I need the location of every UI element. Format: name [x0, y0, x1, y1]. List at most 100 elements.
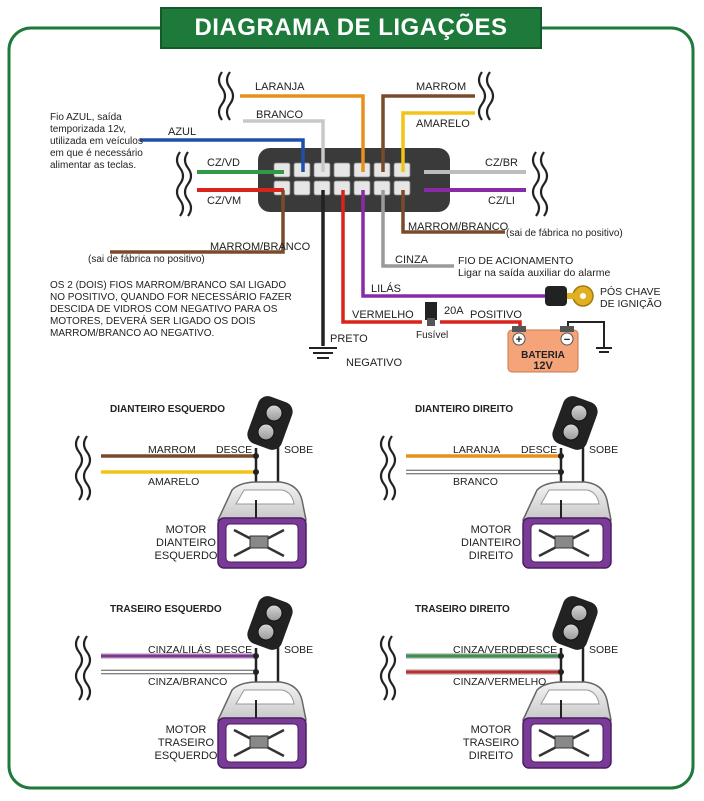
acionamento-line: FIO DE ACIONAMENTO — [458, 255, 573, 267]
connector-pin — [293, 180, 311, 196]
label-factory-positive-right: (sai de fábrica no positivo) — [506, 228, 623, 239]
battery-minus: − — [564, 334, 570, 346]
wire-azul — [140, 138, 305, 172]
battery-voltage: 12V — [533, 360, 553, 372]
motor-label-line: DIREITO — [469, 750, 514, 762]
motor-label-line: MOTOR — [166, 524, 207, 536]
motor-label-line: MOTOR — [166, 724, 207, 736]
warning-line: MARROM/BRANCO AO NEGATIVO. — [50, 328, 214, 339]
page-title: DIAGRAMA DE LIGAÇÕES — [160, 7, 542, 49]
wire-branco-top — [243, 119, 325, 172]
connector-body — [258, 148, 450, 212]
motor-label-line: MOTOR — [471, 724, 512, 736]
label-fuse: Fusível — [416, 330, 448, 341]
door-motor-icon — [216, 681, 307, 769]
motor-label-line: DIREITO — [469, 550, 514, 562]
wire-top-label: CINZA/VERDE — [453, 644, 524, 656]
chave-line: DE IGNIÇÃO — [600, 297, 662, 310]
azul-note-line: Fio AZUL, saída — [50, 112, 122, 123]
door-motor-icon — [521, 481, 612, 569]
warning-line: OS 2 (DOIS) FIOS MARROM/BRANCO SAI LIGAD… — [50, 280, 286, 291]
desce-label: DESCE — [216, 444, 252, 456]
wire-laranja — [240, 94, 365, 172]
azul-note: Fio AZUL, saída temporizada 12v, utiliza… — [50, 112, 146, 171]
wire-bottom-label: BRANCO — [453, 476, 498, 488]
label-cz-vd: CZ/VD — [207, 157, 240, 169]
label-vermelho: VERMELHO — [352, 309, 414, 321]
desce-label: DESCE — [521, 644, 557, 656]
door-title: DIANTEIRO ESQUERDO — [110, 404, 225, 415]
motor-label-line: ESQUERDO — [155, 750, 218, 762]
wire-cinza — [381, 190, 454, 268]
connector-pin — [333, 162, 351, 178]
desce-label: DESCE — [216, 644, 252, 656]
azul-note-line: em que é necessário — [50, 148, 143, 159]
label-negativo: NEGATIVO — [346, 357, 402, 369]
door-title: TRASEIRO DIREITO — [415, 604, 510, 615]
label-factory-positive-left: (sai de fábrica no positivo) — [88, 254, 205, 265]
warning-line: DESCIDA DE VIDROS COM NEGATIVO PARA OS — [50, 304, 278, 315]
wire-top-label: CINZA/LILÁS — [148, 643, 211, 656]
wire-lilas — [361, 190, 545, 298]
warning-line: NO POSITIVO, QUANDO FOR NECESSÁRIO FAZER — [50, 290, 292, 303]
ignition-key-icon — [545, 285, 594, 307]
door-motor-icon — [521, 681, 612, 769]
fuse-icon — [425, 302, 437, 326]
acionamento-note: FIO DE ACIONAMENTO Ligar na saída auxili… — [458, 255, 610, 279]
label-branco-top: BRANCO — [256, 109, 304, 121]
window-switch-icon — [552, 396, 598, 450]
warning-line: MOTORES, DEVERÁ SER LIGADO OS DOIS — [50, 314, 256, 327]
door-rear-right: TRASEIRO DIREITO CINZA/VERDE CINZA/VERMELH… — [406, 596, 618, 769]
label-cz-vm: CZ/VM — [207, 195, 241, 207]
motor-label-line: DIANTEIRO — [156, 537, 216, 549]
door-title: TRASEIRO ESQUERDO — [110, 604, 222, 615]
door-title: DIANTEIRO DIREITO — [415, 404, 513, 415]
wire-marrom-branco-left — [110, 190, 285, 254]
azul-note-line: temporizada 12v, — [50, 124, 126, 135]
wire-break-marks — [74, 71, 549, 701]
label-cz-li: CZ/LI — [488, 195, 515, 207]
label-cz-br: CZ/BR — [485, 157, 518, 169]
warning-note: OS 2 (DOIS) FIOS MARROM/BRANCO SAI LIGAD… — [50, 280, 294, 339]
sobe-label: SOBE — [589, 644, 618, 656]
battery-label: BATERIA — [521, 350, 565, 361]
chave-note: PÓS CHAVE DE IGNIÇÃO — [600, 285, 663, 310]
azul-note-line: utilizada em veículos — [50, 136, 143, 147]
label-laranja: LARANJA — [255, 81, 305, 93]
label-amarelo-top: AMARELO — [416, 118, 470, 130]
battery-icon — [507, 326, 579, 373]
label-marrom-branco-right: MARROM/BRANCO — [408, 221, 509, 233]
label-azul: AZUL — [168, 126, 196, 138]
wire-marrom-top — [381, 94, 475, 172]
wire-bottom-label: CINZA/VERMELHO — [453, 676, 546, 688]
wire-marrom-branco-right — [401, 190, 505, 234]
label-positivo: POSITIVO — [470, 309, 522, 321]
connector-section: LARANJA BRANCO MARROM AMARELO AZUL CZ/VD… — [50, 71, 663, 701]
wire-amarelo-top — [401, 111, 475, 172]
window-switch-icon — [247, 596, 293, 650]
wire-top-label: MARROM — [148, 444, 196, 456]
sobe-label: SOBE — [284, 644, 313, 656]
window-switch-icon — [247, 396, 293, 450]
door-motor-icon — [216, 481, 307, 569]
wire-top-label: LARANJA — [453, 444, 500, 456]
motor-label-line: DIANTEIRO — [461, 537, 521, 549]
label-cinza: CINZA — [395, 254, 429, 266]
label-preto: PRETO — [330, 333, 368, 345]
label-marrom-top: MARROM — [416, 81, 466, 93]
label-fuse-rating: 20A — [444, 305, 464, 317]
sobe-label: SOBE — [589, 444, 618, 456]
wire-positivo — [440, 320, 522, 330]
motor-label-line: MOTOR — [471, 524, 512, 536]
chave-line: PÓS CHAVE — [600, 285, 661, 298]
wire-bottom-label: CINZA/BRANCO — [148, 676, 227, 688]
sobe-label: SOBE — [284, 444, 313, 456]
motor-label-line: TRASEIRO — [463, 737, 520, 749]
